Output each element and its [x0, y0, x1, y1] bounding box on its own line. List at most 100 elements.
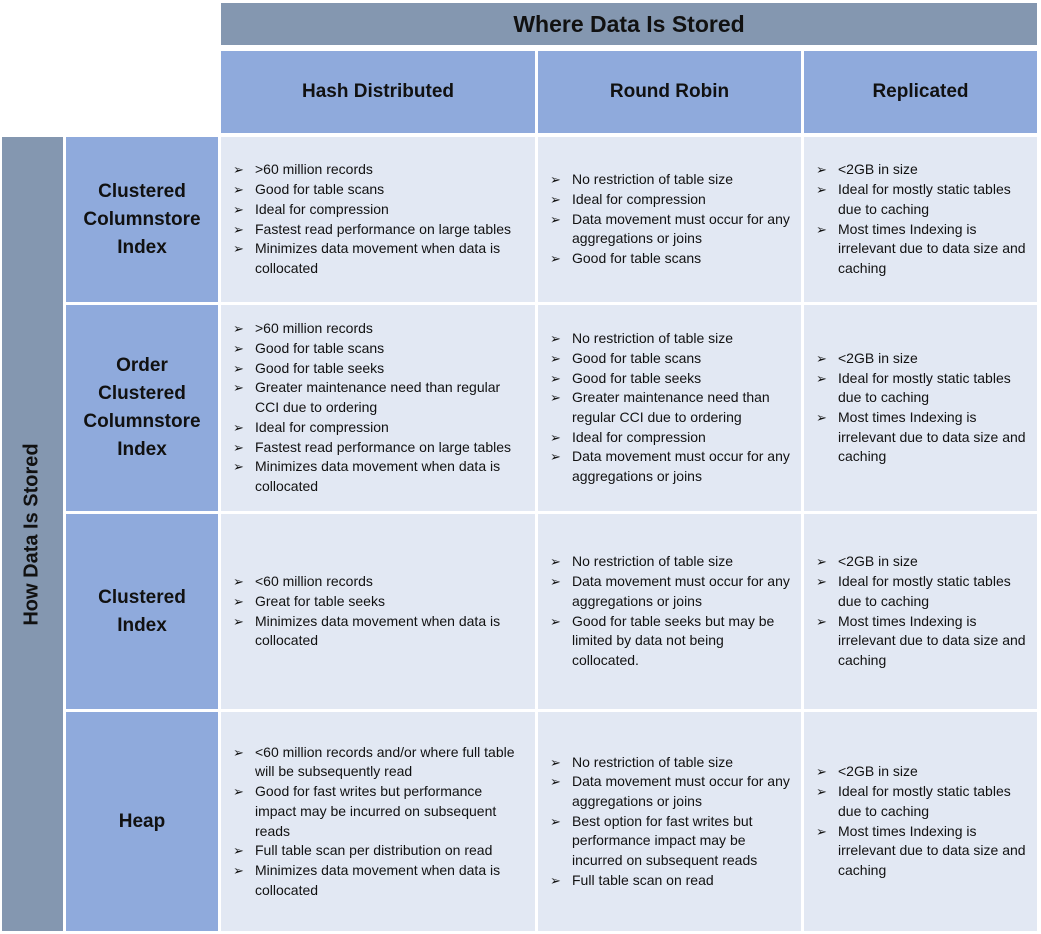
list-item-text: Minimizes data movement when data is col… — [255, 240, 501, 276]
list-item-text: Ideal for mostly static tables due to ca… — [838, 181, 1011, 217]
arrowhead-bullet-icon: ➢ — [816, 823, 827, 839]
row-label-text: Order Clustered Columnstore Index — [83, 355, 201, 460]
column-header-label: Hash Distributed — [301, 81, 455, 102]
arrowhead-bullet-icon: ➢ — [550, 813, 561, 829]
list-item: ➢ Ideal for mostly static tables due to c… — [816, 782, 1029, 821]
arrowhead-bullet-icon: ➢ — [550, 350, 561, 366]
list-item: ➢<2GB in size — [816, 762, 1029, 782]
column-header-label: Replicated — [872, 81, 969, 102]
list-item: ➢Good for table seeks — [550, 369, 793, 389]
arrowhead-bullet-icon: ➢ — [816, 613, 827, 629]
list-item-text: Full table scan on read — [572, 871, 714, 888]
arrowhead-bullet-icon: ➢ — [233, 380, 244, 396]
list-item: ➢ Most times Indexing is irrelevant due t… — [816, 822, 1029, 881]
list-item: ➢ Data movement must occur for any aggreg… — [550, 772, 793, 811]
list-item-text: Ideal for compression — [255, 418, 389, 435]
arrowhead-bullet-icon: ➢ — [550, 754, 561, 770]
list-item: ➢Ideal for compression — [550, 428, 793, 448]
row-label: Clustered Index — [66, 514, 218, 709]
table-cell: ➢<2GB in size➢Ideal for mostly static ta… — [804, 712, 1037, 931]
list-item: ➢Minimizes data movement when data is co… — [233, 861, 527, 900]
list-item-text: Good for table scans — [255, 340, 385, 357]
list-item: ➢<60 million records — [233, 572, 527, 592]
arrowhead-bullet-icon: ➢ — [233, 862, 244, 878]
arrowhead-bullet-icon: ➢ — [550, 370, 561, 386]
bullet-list: ➢<2GB in size➢Ideal for mostly static ta… — [816, 349, 1029, 467]
list-item-text: Ideal for compression — [572, 428, 706, 445]
list-item: ➢ <2GB in size — [816, 349, 1029, 369]
list-item-text: Good for table scans — [255, 181, 385, 198]
arrowhead-bullet-icon: ➢ — [233, 843, 244, 859]
list-item-text: <2GB in size — [838, 349, 918, 366]
list-item-text: Fastest read performance on large tables — [255, 438, 512, 455]
table-cell: ➢ No restriction of table size ➢ Data movem… — [538, 712, 801, 931]
arrowhead-bullet-icon: ➢ — [233, 419, 244, 435]
arrowhead-bullet-icon: ➢ — [816, 410, 827, 425]
list-item: ➢Most times Indexing is irrelevant due t… — [816, 408, 1029, 467]
arrowhead-bullet-icon: ➢ — [233, 459, 244, 475]
list-item: ➢ Ideal for compression — [233, 418, 527, 438]
list-item: ➢<60 million records and/or where full t… — [233, 743, 527, 782]
arrowhead-bullet-icon: ➢ — [550, 251, 561, 267]
arrowhead-bullet-icon: ➢ — [816, 784, 827, 800]
list-item-text: Minimizes data movement when data is col… — [255, 612, 501, 649]
list-item: ➢<2GB in size — [816, 552, 1029, 572]
bullet-list: ➢<2GB in size➢Ideal for mostly static ta… — [816, 552, 1029, 670]
list-item: ➢Good for table scans — [233, 180, 527, 200]
list-item: ➢Full table scan on read — [550, 871, 793, 891]
bullet-list: ➢<60 million records and/or where full t… — [233, 743, 527, 901]
arrowhead-bullet-icon: ➢ — [233, 360, 244, 376]
list-item-text: Data movement must occur for any aggrega… — [572, 773, 790, 809]
list-item: ➢>60 million records — [233, 160, 527, 180]
list-item: ➢ Full table scan per distribution on rea… — [233, 841, 527, 861]
list-item-text: Ideal for compression — [255, 200, 389, 217]
list-item: ➢No restriction of table size — [550, 170, 793, 190]
list-item: ➢Fastest read performance on large table… — [233, 438, 527, 458]
list-item-text: No restriction of table size — [572, 753, 734, 770]
list-item-text: Full table scan per distribution on read — [255, 842, 493, 859]
list-item-text: Good for table scans — [572, 250, 702, 267]
row-label-text: Clustered Columnstore Index — [83, 180, 201, 258]
list-item: ➢Good for fast writes but performance im… — [233, 782, 527, 841]
arrowhead-bullet-icon: ➢ — [816, 182, 827, 198]
list-item-text: Greater maintenance need than regular CC… — [572, 389, 770, 425]
arrowhead-bullet-icon: ➢ — [550, 774, 561, 790]
bullet-list: ➢No restriction of table size➢Data movem… — [550, 552, 793, 670]
arrowhead-bullet-icon: ➢ — [550, 172, 561, 188]
list-item: ➢Good for table scans — [233, 339, 527, 359]
list-item-text: No restriction of table size — [572, 330, 734, 347]
arrowhead-bullet-icon: ➢ — [550, 613, 561, 629]
table-cell: ➢<2GB in size➢Ideal for mostly static ta… — [804, 137, 1037, 302]
list-item-text: Great for table seeks — [255, 592, 385, 609]
row-label: Heap — [66, 712, 218, 931]
column-header-replicated: Replicated — [804, 51, 1037, 133]
list-item: ➢Best option for fast writes but perform… — [550, 812, 793, 871]
table-cell: ➢<60 million records and/or where full t… — [221, 712, 535, 931]
arrowhead-bullet-icon: ➢ — [233, 744, 244, 760]
table-cell: ➢ No restriction of table size ➢Good for t… — [538, 305, 801, 511]
list-item-text: No restriction of table size — [572, 553, 734, 570]
list-item: ➢ Good for table scans — [550, 249, 793, 269]
column-header-hash-distributed: Hash Distributed — [221, 51, 535, 133]
where-data-is-stored-header: Where Data Is Stored — [221, 3, 1037, 45]
row-label-text: Clustered Index — [98, 586, 186, 636]
list-item-text: Most times Indexing is irrelevant due to… — [838, 822, 1026, 878]
arrowhead-bullet-icon: ➢ — [550, 554, 561, 570]
list-item-text: Most times Indexing is irrelevant due to… — [838, 220, 1026, 276]
table-cell: ➢>60 million records➢Good for table scan… — [221, 305, 535, 511]
arrowhead-bullet-icon: ➢ — [816, 350, 827, 366]
how-data-is-stored-label: How Data Is Stored — [2, 137, 63, 931]
arrowhead-bullet-icon: ➢ — [233, 593, 244, 609]
arrowhead-bullet-icon: ➢ — [233, 201, 244, 217]
bullet-list: ➢<2GB in size➢Ideal for mostly static ta… — [816, 762, 1029, 880]
top-header-title: Where Data Is Stored — [513, 10, 745, 37]
column-header-round-robin: Round Robin — [538, 51, 801, 133]
list-item: ➢Data movement must occur for any aggreg… — [550, 210, 793, 249]
list-item: ➢ Great for table seeks — [233, 592, 527, 612]
arrowhead-bullet-icon: ➢ — [550, 211, 561, 227]
list-item: ➢Minimizes data movement when data is co… — [233, 457, 527, 496]
list-item-text: Greater maintenance need than regular CC… — [255, 379, 501, 416]
arrowhead-bullet-icon: ➢ — [816, 162, 827, 178]
list-item-text: Ideal for mostly static tables due to ca… — [838, 783, 1011, 819]
list-item-text: <2GB in size — [838, 763, 918, 780]
